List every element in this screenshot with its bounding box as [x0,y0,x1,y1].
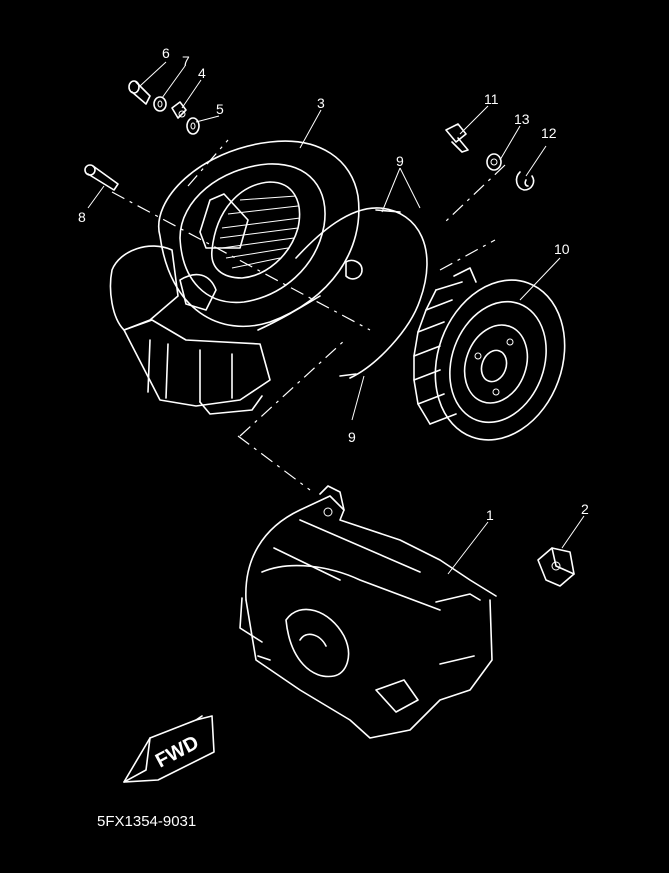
callout-11: 11 [484,91,499,107]
drawing-code: 5FX1354-9031 [97,813,196,830]
part-7-washer[interactable] [153,96,167,112]
assembly-lines [111,139,506,491]
part-1-cylinder-cover[interactable] [239,485,497,739]
callout-13: 13 [514,111,530,127]
part-11-bolt[interactable] [445,123,469,153]
part-6-screw[interactable] [128,80,151,105]
fwd-arrow: FWD [123,715,215,783]
callout-9-bottom: 9 [348,429,356,445]
part-2-clip[interactable] [537,547,575,587]
part-13-washer[interactable] [486,153,502,171]
callout-8: 8 [78,209,86,225]
callout-3: 3 [317,95,325,111]
callout-4: 4 [198,65,206,81]
part-5-grommet[interactable] [186,117,200,135]
part-10-flywheel-fan[interactable] [413,262,587,459]
callout-7: 7 [182,53,190,69]
callout-1: 1 [486,507,494,523]
part-3-fan-shroud[interactable] [109,140,363,415]
callout-labels: 6 7 4 5 3 8 9 9 11 13 12 10 1 2 [78,45,589,523]
leader-lines [87,61,585,575]
callout-5: 5 [216,101,224,117]
fwd-label: FWD [152,732,203,773]
part-8-bolt[interactable] [84,164,119,191]
part-4-collar[interactable] [171,101,187,119]
callout-6: 6 [162,45,170,61]
part-9-wire-harness[interactable] [257,207,428,379]
callout-12: 12 [541,125,557,141]
callout-9-top: 9 [396,153,404,169]
callout-2: 2 [581,501,589,517]
callout-10: 10 [554,241,570,257]
part-12-lock-washer[interactable] [515,171,535,191]
